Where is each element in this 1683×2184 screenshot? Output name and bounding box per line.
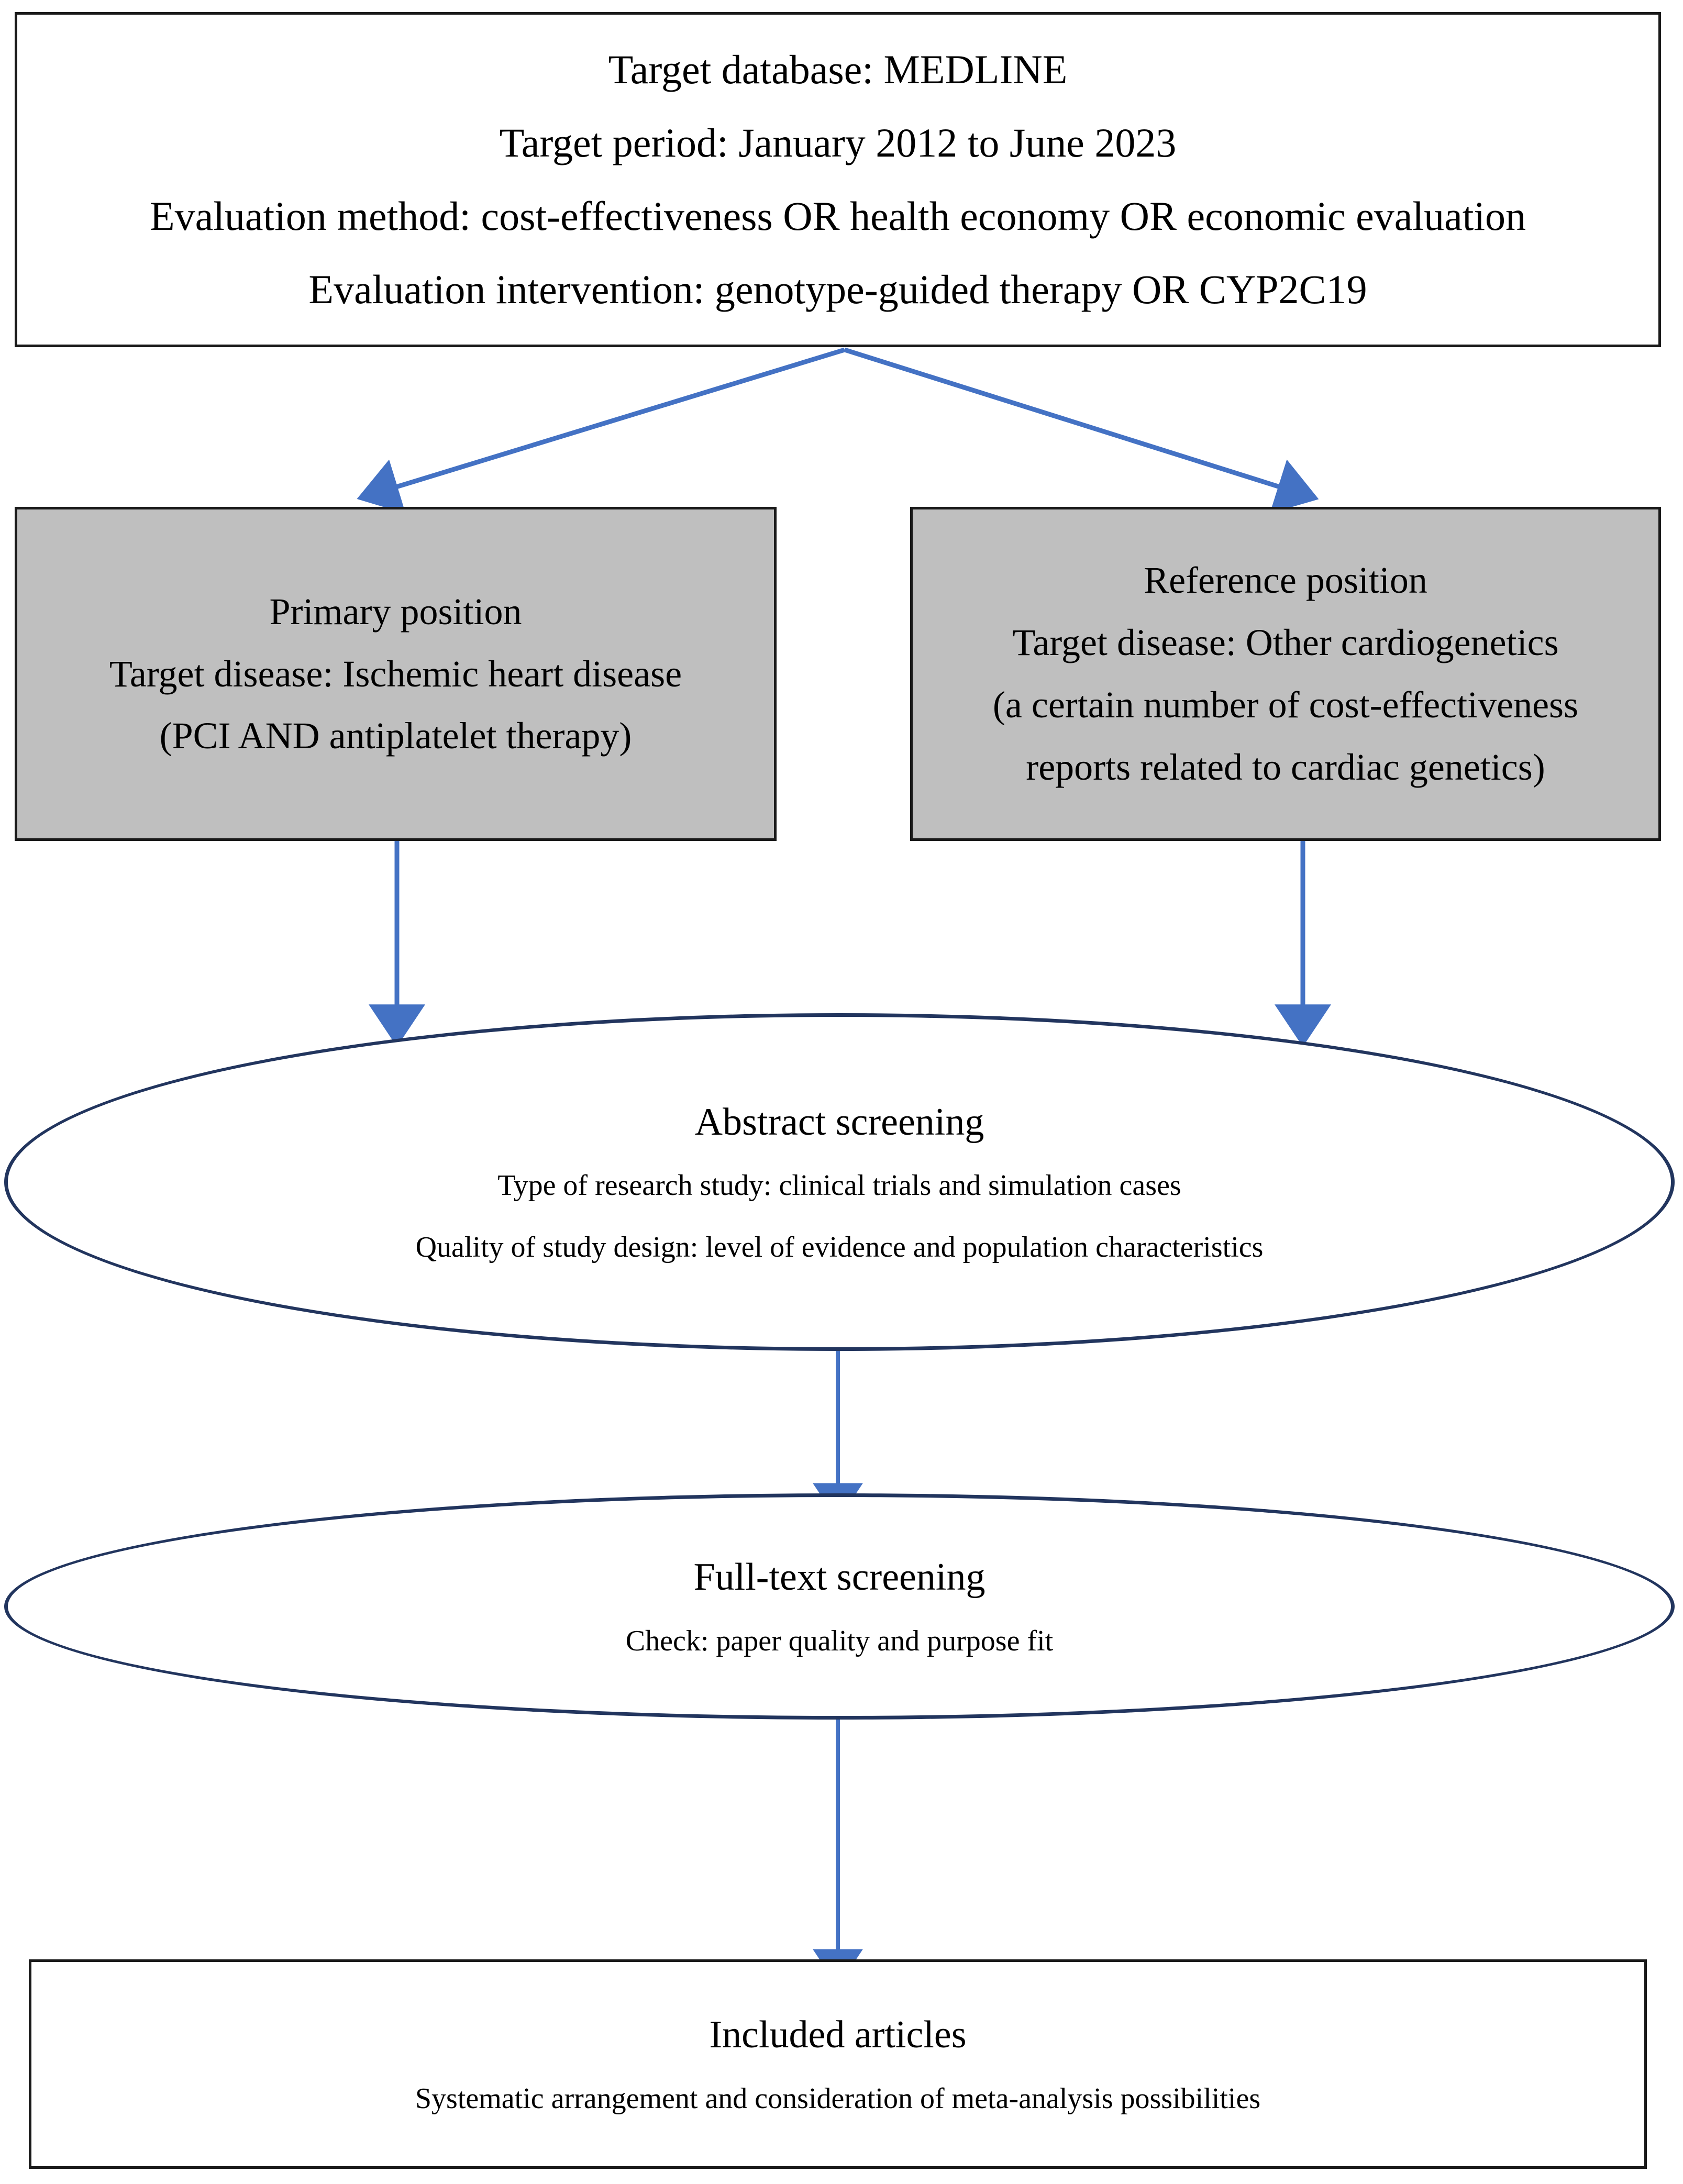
criteria-line-evaluation-method: Evaluation method: cost-effectiveness OR… [149,193,1526,239]
included-articles-box: Included articles Systematic arrangement… [29,1959,1647,2169]
reference-position-target-disease: Target disease: Other cardiogenetics [1012,622,1559,664]
included-articles-detail: Systematic arrangement and consideration… [415,2082,1261,2115]
reference-position-box: Reference position Target disease: Other… [910,507,1661,841]
reference-position-qualifier-line1: (a certain number of cost-effectiveness [992,684,1579,726]
primary-position-title: Primary position [269,590,522,633]
reference-position-title: Reference position [1144,559,1427,602]
search-criteria-box: Target database: MEDLINE Target period: … [15,12,1661,347]
criteria-line-evaluation-intervention: Evaluation intervention: genotype-guided… [308,267,1367,313]
criteria-line-period: Target period: January 2012 to June 2023 [499,119,1177,165]
arrow-criteria-to-reference [844,347,1319,514]
fulltext-screening-heading: Full-text screening [693,1556,986,1599]
reference-position-qualifier-line2: reports related to cardiac genetics) [1026,746,1545,788]
abstract-screening-ellipse: Abstract screening Type of research stud… [4,1013,1675,1351]
primary-position-box: Primary position Target disease: Ischemi… [15,507,777,841]
abstract-screening-heading: Abstract screening [694,1100,984,1144]
fulltext-screening-ellipse: Full-text screening Check: paper quality… [4,1493,1675,1720]
primary-position-target-disease: Target disease: Ischemic heart disease [109,652,682,695]
arrow-criteria-to-primary [357,347,846,514]
primary-position-qualifier: (PCI AND antiplatelet therapy) [159,715,632,757]
criteria-line-database: Target database: MEDLINE [608,46,1068,92]
fulltext-screening-detail-check: Check: paper quality and purpose fit [625,1624,1054,1657]
abstract-screening-detail-study-type: Type of research study: clinical trials … [497,1169,1181,1202]
abstract-screening-detail-study-quality: Quality of study design: level of eviden… [415,1231,1264,1264]
included-articles-heading: Included articles [709,2013,967,2057]
